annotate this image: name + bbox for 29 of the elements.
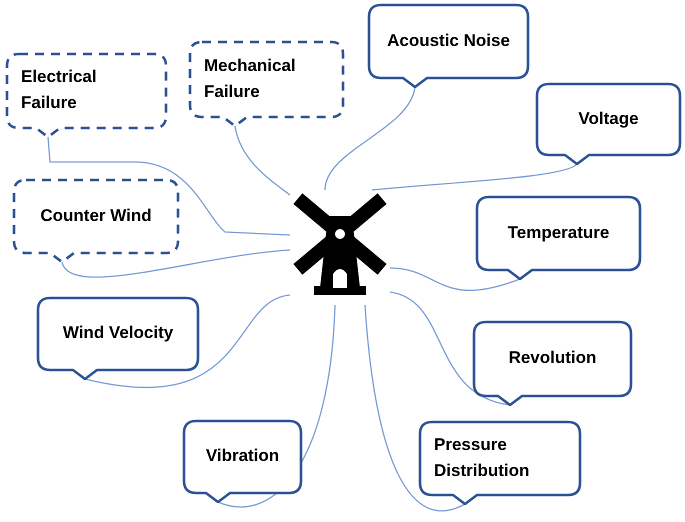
connector-line	[234, 126, 290, 196]
connector-line	[47, 136, 290, 236]
bubble-label: Electrical Failure	[21, 66, 98, 114]
connector-line	[390, 267, 520, 291]
speech-bubble	[472, 320, 633, 406]
speech-bubble	[418, 420, 582, 505]
speech-bubble	[475, 195, 642, 280]
speech-bubble	[36, 296, 200, 380]
bubble-label: Mechanical Failure	[204, 54, 297, 102]
bubble-label: Temperature	[508, 222, 610, 244]
connector-line	[372, 163, 578, 191]
connector-line	[61, 249, 290, 278]
bubble-label: Acoustic Noise	[387, 30, 510, 52]
speech-bubble	[367, 3, 530, 88]
connector-line	[364, 304, 466, 512]
bubble-label: Revolution	[508, 347, 596, 369]
bubble-label: Pressure Distribution	[434, 434, 530, 482]
speech-bubble	[12, 178, 180, 263]
speech-bubble	[535, 82, 682, 165]
speech-bubble	[5, 52, 168, 138]
connector-line	[84, 294, 290, 388]
bubble-label: Counter Wind	[40, 204, 152, 226]
speech-bubble	[188, 40, 345, 127]
bubble-label: Vibration	[206, 445, 280, 467]
bubble-label: Voltage	[578, 108, 639, 130]
bubble-label: Wind Velocity	[62, 322, 174, 344]
connector-line	[324, 86, 416, 190]
connector-line	[390, 291, 510, 406]
speech-bubble	[182, 419, 303, 503]
